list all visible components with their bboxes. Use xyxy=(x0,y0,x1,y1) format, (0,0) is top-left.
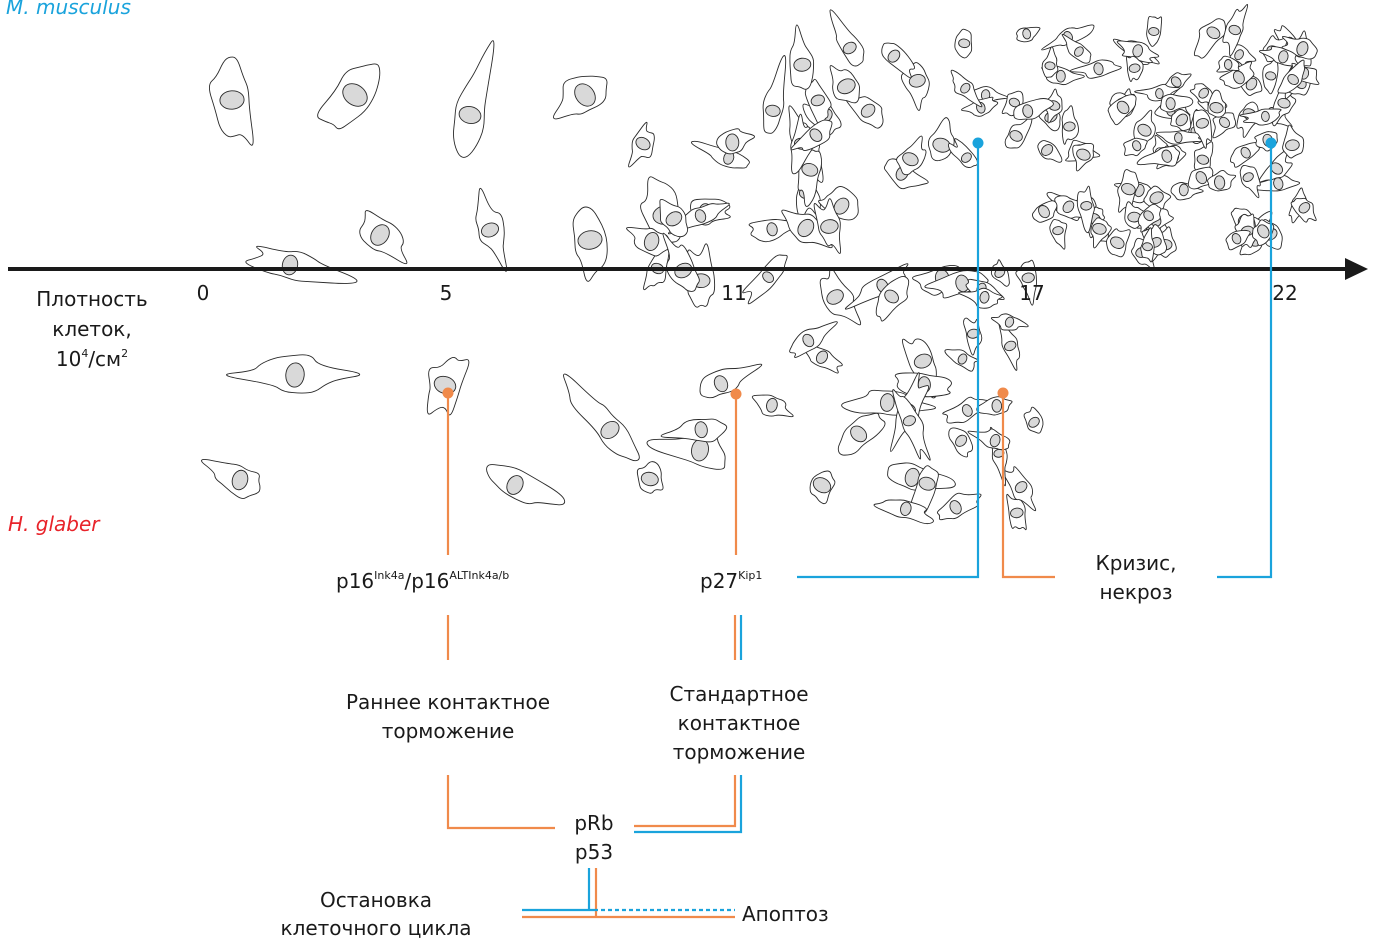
cell-shape xyxy=(763,55,786,133)
mouse-species-label: M. musculus xyxy=(6,0,131,19)
cell-shape xyxy=(882,43,915,78)
axis-label: Плотность клеток, 104/см2 xyxy=(36,287,147,371)
early-inhibition-line1: Раннее контактное xyxy=(346,690,550,714)
p53-label: p53 xyxy=(575,840,613,864)
cell-shape xyxy=(487,465,565,505)
cell-shape xyxy=(661,419,727,442)
cell-nucleus xyxy=(1224,59,1232,69)
prb-label: pRb xyxy=(574,811,613,835)
standard-inhibition-line2: контактное xyxy=(678,711,801,735)
cell-cycle-arrest-line1: Остановка xyxy=(320,888,432,912)
cell-nucleus xyxy=(1179,184,1189,196)
standard-to-prb-orange xyxy=(634,775,735,826)
cell-shape xyxy=(790,25,814,89)
axis-label-line1: Плотность xyxy=(36,287,147,311)
cell-shape xyxy=(1194,19,1225,59)
cell-shape xyxy=(830,10,864,66)
molerat-species-label: H. glaber xyxy=(8,512,101,536)
cell-nucleus xyxy=(725,134,739,152)
cell-shape xyxy=(453,41,493,158)
tick-label: 0 xyxy=(197,281,210,305)
crisis-label-line2: некроз xyxy=(1099,580,1172,604)
cell-cycle-arrest-line2: клеточного цикла xyxy=(280,916,471,940)
cell-nucleus xyxy=(1045,61,1056,70)
axis-label-line2: клеток, xyxy=(52,317,132,341)
tick-label: 17 xyxy=(1019,281,1044,305)
p27-label: p27Kip1 xyxy=(700,569,762,593)
cell-shape xyxy=(201,459,259,498)
standard-inhibition-line1: Стандартное xyxy=(670,682,809,706)
axis-tick-labels: 0 5 11 17 22 xyxy=(197,281,1298,305)
cell-nucleus xyxy=(1174,133,1182,143)
cell-shape xyxy=(246,246,357,283)
cell-shape xyxy=(1160,94,1192,112)
standard-inhibition-line3: торможение xyxy=(673,740,806,764)
cell-nucleus xyxy=(1056,70,1065,82)
tick-label: 11 xyxy=(721,281,746,305)
apoptosis-label: Апоптоз xyxy=(742,902,829,926)
early-to-prb-line xyxy=(448,775,555,828)
cell-shape xyxy=(1240,165,1260,197)
cell-nucleus xyxy=(1166,97,1176,110)
early-inhibition-line2: торможение xyxy=(382,719,515,743)
axis-label-line3: 104/см2 xyxy=(56,347,128,371)
cell-nucleus xyxy=(992,399,1002,412)
cell-shape xyxy=(564,374,640,461)
tick-label: 22 xyxy=(1272,281,1297,305)
mouse-22-to-crisis-line xyxy=(1217,143,1271,577)
tick-label: 5 xyxy=(440,281,453,305)
axis-arrowhead xyxy=(1345,258,1368,280)
standard-to-prb-blue xyxy=(634,775,741,832)
p16-label: p16Ink4a/p16ALTInk4a/b xyxy=(336,569,509,593)
crisis-label-line1: Кризис, xyxy=(1096,551,1177,575)
